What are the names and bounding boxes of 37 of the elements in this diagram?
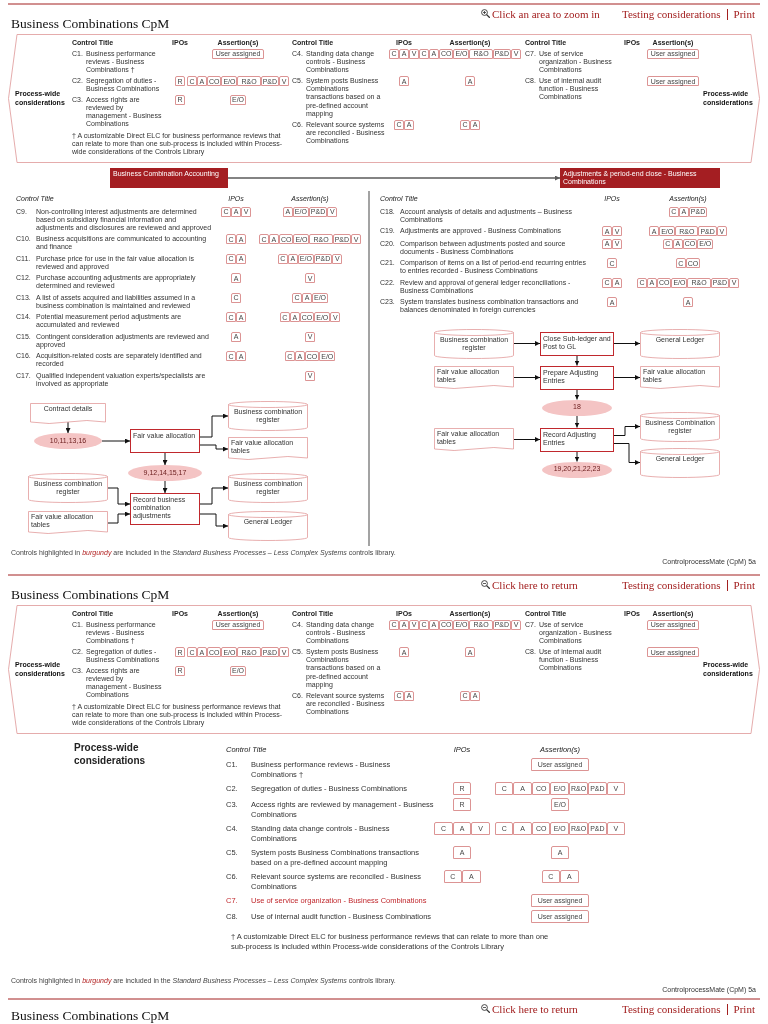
- page-title: Business Combinations CpM: [11, 1007, 170, 1024]
- flow-arrow: [574, 415, 580, 428]
- print-link: Print: [733, 578, 755, 592]
- flow-arrow: [199, 444, 229, 452]
- print-link: Print: [733, 1002, 755, 1016]
- flow-arrow: [513, 375, 541, 380]
- flow-arrow: [227, 175, 561, 181]
- flow-arrow: [574, 451, 580, 462]
- flow-arrow: [199, 485, 229, 505]
- flow-arrow: [107, 487, 131, 507]
- page-title: Business Combinations CpM: [11, 587, 170, 603]
- zoom-link: Click here to return: [492, 1002, 578, 1016]
- flow-arrow: [613, 375, 641, 380]
- flow-arrow: [513, 341, 541, 346]
- flow-arrow: [162, 480, 168, 494]
- testing-considerations-link: Testing considerations: [622, 1002, 721, 1016]
- testing-considerations-link: Testing considerations: [622, 7, 721, 21]
- flow-arrow: [513, 437, 541, 442]
- testing-considerations-link: Testing considerations: [622, 578, 721, 592]
- flow-arrow: [107, 511, 131, 524]
- flow-arrow: [613, 341, 641, 346]
- flow-arrow: [101, 438, 131, 444]
- section-heading: Process-wide considerations: [74, 742, 147, 767]
- flow-arrow: [574, 389, 580, 400]
- chevron-banner: [8, 34, 760, 163]
- flow-arrow: [574, 355, 580, 366]
- flow-arrow: [199, 413, 229, 438]
- flow-arrow: [613, 424, 641, 436]
- flow-arrow: [613, 443, 641, 465]
- flow-arrow: [199, 513, 229, 529]
- page-title: Business Combinations CpM: [11, 16, 170, 32]
- chevron-banner: [8, 605, 760, 734]
- print-link: Print: [733, 7, 755, 21]
- zoom-link: Click an area to zoom in: [492, 7, 600, 21]
- flow-arrow: [162, 452, 168, 466]
- zoom-link: Click here to return: [492, 578, 578, 592]
- flow-arrow: [65, 421, 71, 434]
